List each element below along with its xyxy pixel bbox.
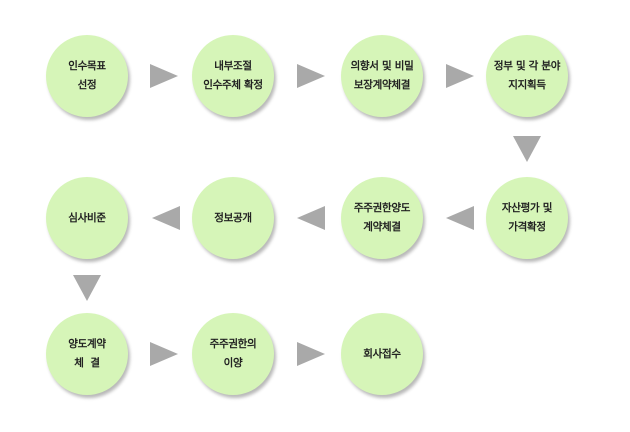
step-7-node: 정보공개 [192,177,274,259]
step-7-line-1: 정보공개 [214,211,252,224]
step-11-line-1: 회사접수 [363,347,401,360]
step-11-node: 회사접수 [341,313,423,395]
arrow-right-icon [150,64,178,88]
arrow-right-icon [150,342,178,366]
step-8-node: 심사비준 [46,177,128,259]
arrow-left-icon [446,206,474,230]
step-6-node: 주주권한양도 계약체결 [341,177,423,259]
step-5-line-2: 가격확정 [508,221,546,233]
step-5-node: 자산평가 및 가격확정 [486,177,568,259]
step-1-node: 인수목표 선정 [46,35,128,117]
arrow-right-icon [297,342,325,366]
step-4-line-1: 정부 및 각 분야 [493,60,561,72]
step-6-line-1: 주주권한양도 [353,202,411,214]
step-4-line-2: 지지획득 [508,79,546,91]
arrow-left-icon [297,206,325,230]
step-10-node: 주주권한의 이양 [192,313,274,395]
arrow-right-icon [297,64,325,88]
step-9-node: 양도계약 체 결 [46,313,128,395]
arrow-right-icon [446,64,474,88]
step-4-node: 정부 및 각 분야 지지획득 [486,35,568,117]
arrow-left-icon [152,206,180,230]
arrow-down-icon [513,136,541,162]
step-8-line-1: 심사비준 [68,211,106,224]
step-6-line-2: 계약체결 [363,221,401,233]
arrow-down-icon [73,275,101,301]
step-2-node: 내부조절 인수주체 확정 [192,35,274,117]
step-3-line-2: 보장계약체결 [353,79,411,91]
step-2-line-2: 인수주체 확정 [203,79,263,91]
step-10-line-2: 이양 [223,357,243,369]
step-9-line-2: 체 결 [74,357,100,369]
step-9-line-1: 양도계약 [68,338,106,350]
step-10-line-1: 주주권한의 [209,338,257,350]
step-2-line-1: 내부조절 [214,60,252,72]
step-5-line-1: 자산평가 및 [501,202,553,214]
step-1-line-2: 선정 [77,79,97,91]
step-1-line-1: 인수목표 [68,60,106,72]
step-3-node: 의향서 및 비밀 보장계약체결 [341,35,423,117]
step-3-line-1: 의향서 및 비밀 [350,60,414,72]
